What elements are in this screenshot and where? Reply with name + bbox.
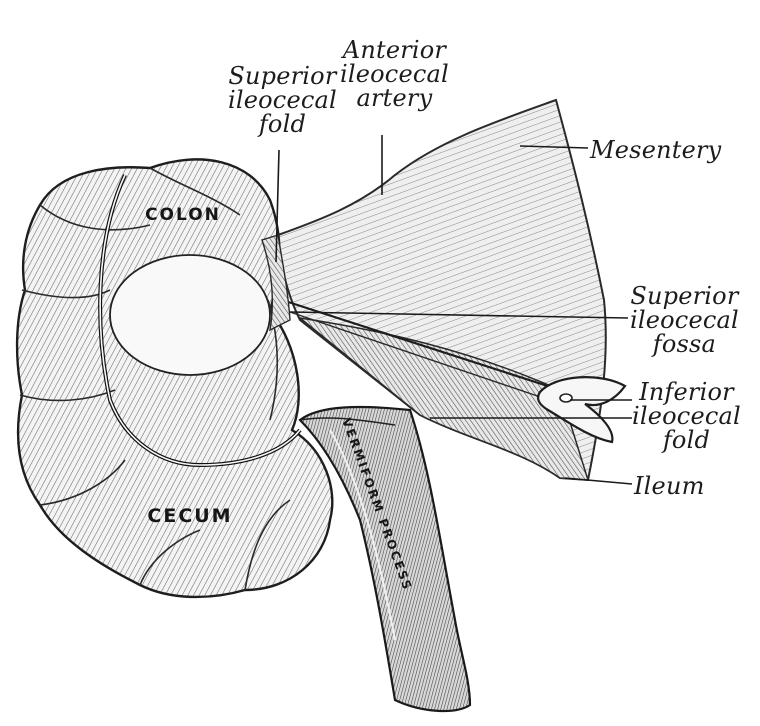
cecum-label: CECUM	[147, 505, 232, 527]
colon-label: COLON	[145, 205, 221, 225]
anterior-ileocecal-artery-label: Anterior ileocecal artery	[340, 36, 449, 112]
vermiform-process	[298, 405, 472, 713]
ileum-label: Ileum	[634, 472, 705, 500]
leader-lines	[275, 135, 633, 485]
superior-ileocecal-fold-label: Superior ileocecal fold	[228, 62, 337, 138]
colon-cecum	[15, 158, 334, 599]
mesentery-label: Mesentery	[590, 136, 722, 164]
superior-ileocecal-fossa-label: Superior ileocecal fossa	[630, 282, 739, 358]
inferior-ileocecal-fold-label: Inferior ileocecal fold	[632, 378, 741, 454]
ileum-end	[537, 376, 627, 444]
superior-fold-region	[261, 234, 291, 332]
